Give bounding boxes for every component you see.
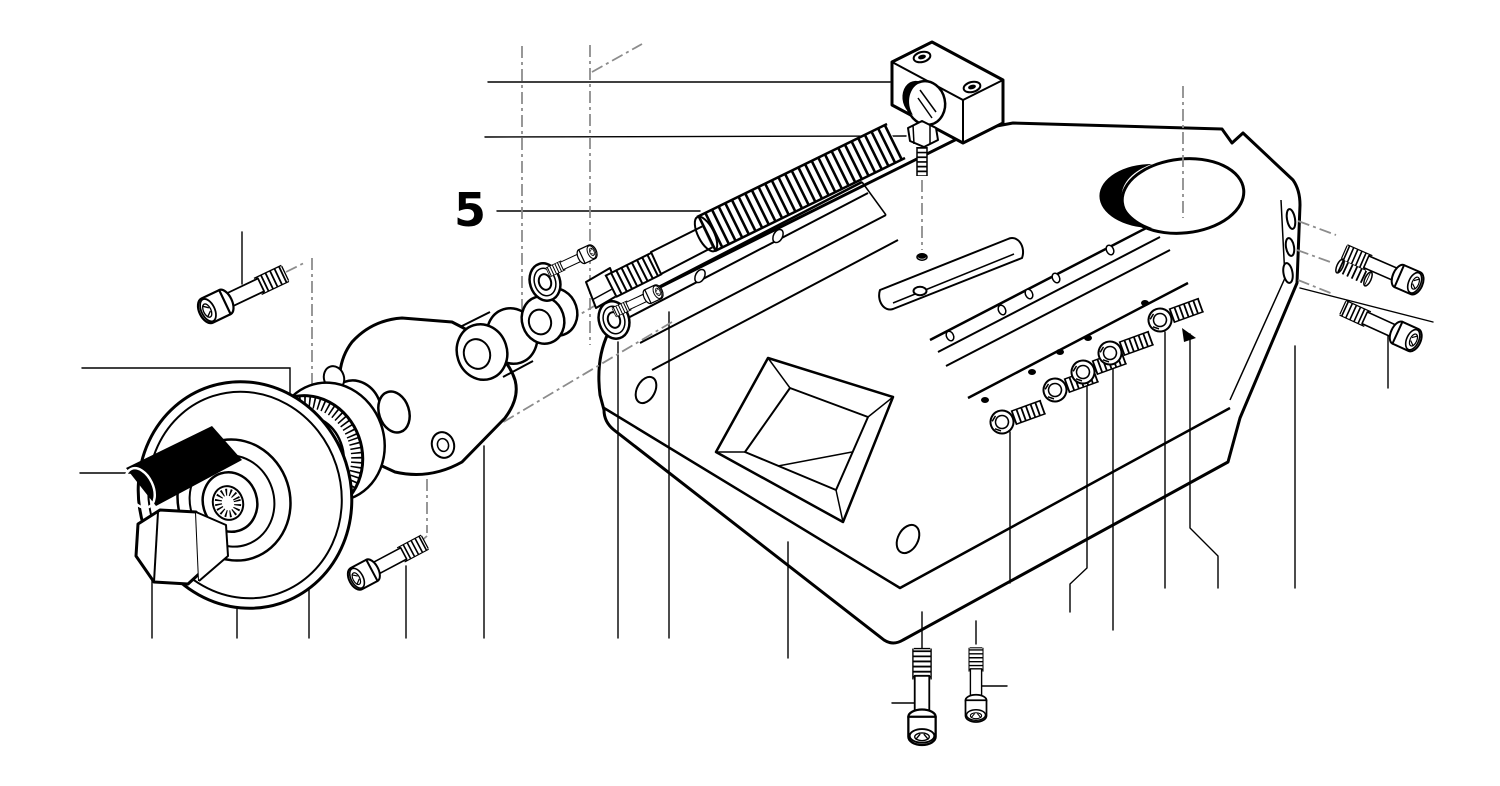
set-screw [1335, 258, 1373, 287]
gib-screws [981, 293, 1207, 436]
leader-lines [79, 81, 1434, 704]
hex-bolt [907, 120, 939, 176]
callout-label-5: 5 [454, 183, 486, 237]
socket-screw-front [344, 532, 430, 593]
side-screw [1338, 297, 1425, 354]
nut-block [890, 40, 1005, 145]
thrust-bearing [520, 287, 579, 345]
spacer-bushing [455, 307, 539, 381]
flange-screw [545, 243, 599, 279]
base-screw [966, 648, 987, 722]
gib-strip [945, 244, 1115, 342]
bolt-hole-dot [917, 253, 927, 259]
handle-grip [123, 426, 242, 510]
base-screw [908, 649, 935, 745]
vise-body [597, 121, 1302, 645]
lead-screw [585, 122, 906, 309]
cap-nut [134, 508, 229, 586]
